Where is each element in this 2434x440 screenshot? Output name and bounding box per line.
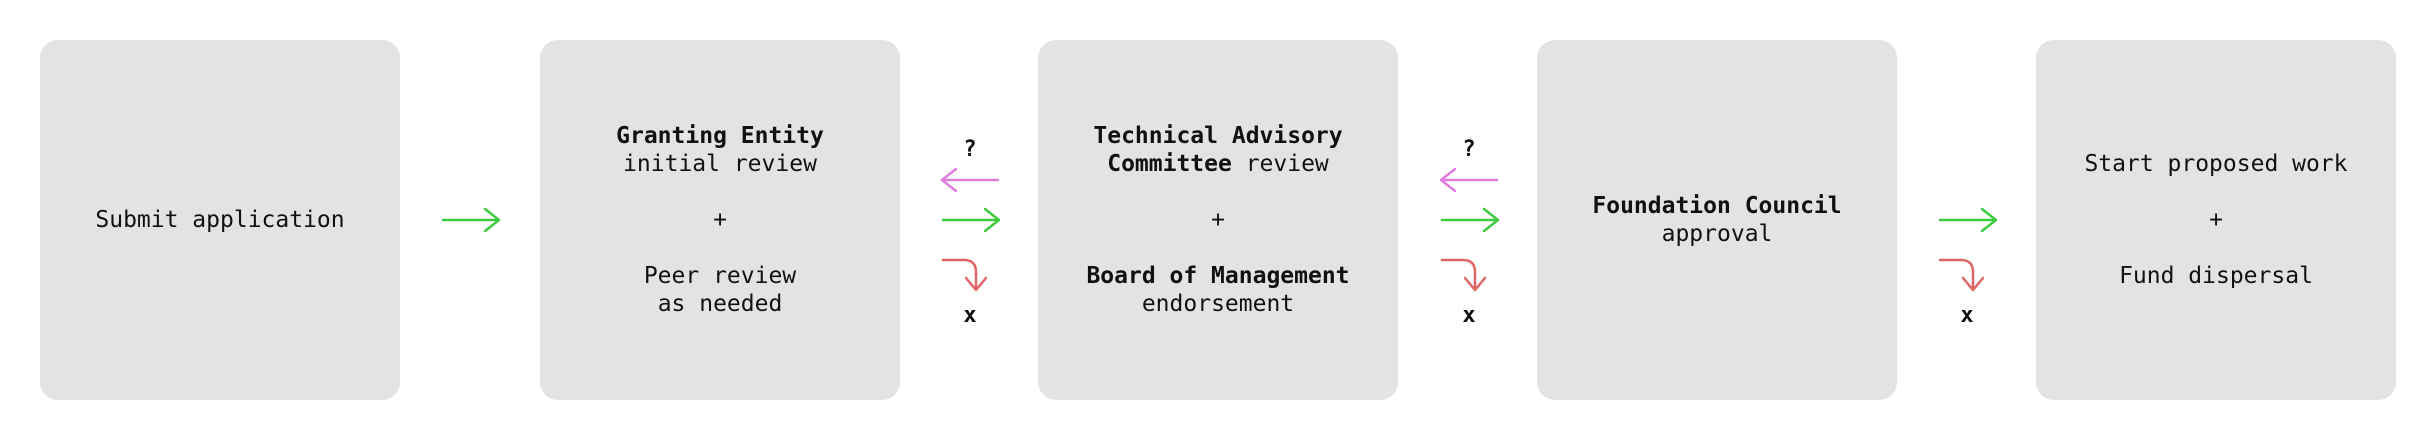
step-submit-application: Submit application bbox=[40, 40, 400, 400]
proceed-arrow-1 bbox=[441, 207, 501, 233]
step-3-title-line-2: Committee review bbox=[1107, 150, 1329, 178]
connector-2 bbox=[940, 167, 1001, 292]
step-2-plus: + bbox=[713, 207, 727, 233]
connector-4 bbox=[1938, 207, 1998, 292]
proceed-arrow-2 bbox=[941, 207, 1001, 233]
reject-arrow-2 bbox=[941, 258, 988, 292]
step-2-as-needed: as needed bbox=[657, 291, 783, 317]
step-3-board-of-management: Board of Management bbox=[1086, 263, 1350, 289]
step-3-review: review bbox=[1231, 151, 1329, 177]
reject-marker-4: x bbox=[1960, 303, 1974, 328]
reject-marker-3: x bbox=[1462, 303, 1476, 328]
step-2-title: Granting Entity bbox=[616, 123, 824, 149]
reject-arrow-4 bbox=[1938, 258, 1985, 292]
reject-arrow-3 bbox=[1440, 258, 1487, 292]
step-5-start-work: Start proposed work bbox=[2084, 151, 2348, 177]
step-1-label: Submit application bbox=[95, 207, 345, 233]
step-4-approval: approval bbox=[1661, 221, 1773, 247]
step-technical-advisory-committee: Technical Advisory Committee review + Bo… bbox=[1038, 40, 1398, 400]
step-3-committee: Committee bbox=[1107, 151, 1232, 177]
step-2-subtitle: initial review bbox=[623, 151, 817, 177]
step-3-plus: + bbox=[1211, 207, 1225, 233]
return-arrow-3 bbox=[1439, 167, 1499, 193]
return-marker-3: ? bbox=[1462, 137, 1476, 162]
step-2-peer-review: Peer review bbox=[643, 263, 797, 289]
step-foundation-council-approval: Foundation Council approval bbox=[1537, 40, 1897, 400]
step-5-plus: + bbox=[2209, 207, 2223, 233]
connector-1 bbox=[441, 207, 501, 233]
step-start-work-fund-dispersal: Start proposed work + Fund dispersal bbox=[2036, 40, 2396, 400]
proceed-arrow-4 bbox=[1938, 207, 1998, 233]
step-granting-entity-review: Granting Entity initial review + Peer re… bbox=[540, 40, 900, 400]
return-marker-2: ? bbox=[963, 137, 977, 162]
step-3-endorsement: endorsement bbox=[1141, 291, 1295, 317]
connector-3 bbox=[1439, 167, 1500, 292]
proceed-arrow-3 bbox=[1440, 207, 1500, 233]
step-3-title: Technical Advisory bbox=[1093, 123, 1343, 149]
reject-marker-2: x bbox=[963, 303, 977, 328]
step-5-fund-dispersal: Fund dispersal bbox=[2119, 263, 2313, 289]
step-4-title: Foundation Council bbox=[1592, 193, 1842, 219]
return-arrow-2 bbox=[940, 167, 1000, 193]
